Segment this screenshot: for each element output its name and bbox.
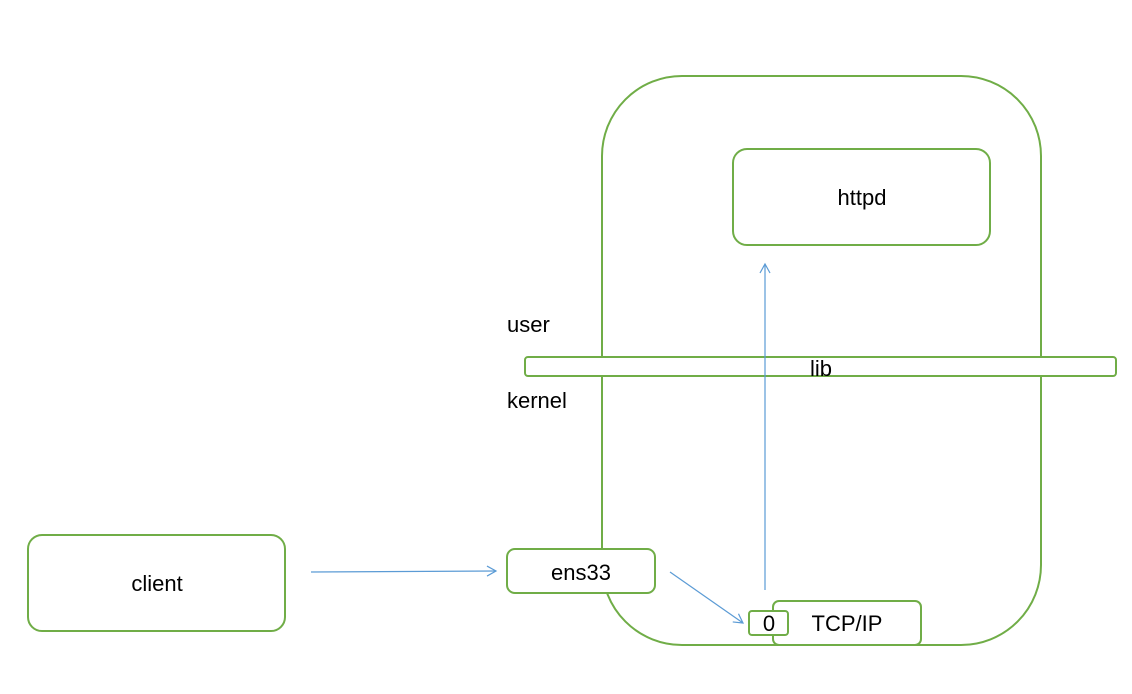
client-box — [27, 534, 286, 632]
lib-label: lib — [809, 356, 833, 381]
httpd-box — [732, 148, 991, 246]
user-layer-label: user — [507, 312, 550, 337]
arrow-client-to-ens33 — [310, 565, 498, 577]
lib-bar — [524, 356, 1117, 377]
client-label: client — [131, 571, 183, 596]
port-label: 0 — [762, 611, 776, 636]
kernel-layer-label: kernel — [507, 388, 567, 413]
ens33-label: ens33 — [551, 560, 611, 585]
ens33-box — [506, 548, 656, 594]
tcpip-label: TCP/IP — [811, 611, 883, 636]
port-box — [748, 610, 789, 636]
httpd-label: httpd — [837, 185, 887, 210]
arrow-ens33-to-port — [669, 571, 745, 624]
